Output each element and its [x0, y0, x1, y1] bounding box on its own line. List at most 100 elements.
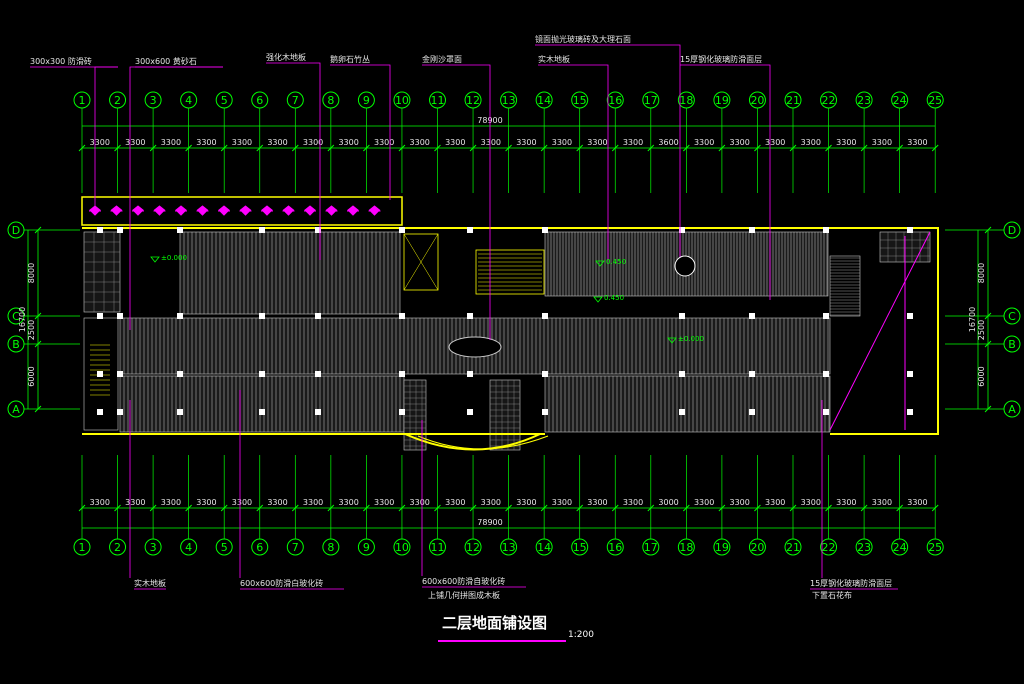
planter-symbol [261, 205, 273, 216]
structural-column [679, 371, 685, 377]
bay-dimension: 3300 [765, 498, 785, 507]
elevation-value: 0.450 [604, 294, 624, 302]
bay-dimension: 3300 [410, 138, 430, 147]
dimension-tick [789, 504, 797, 512]
dimension-tick [220, 144, 228, 152]
structural-column [467, 409, 473, 415]
column-axis-label: 12 [466, 541, 480, 554]
dimension-tick [789, 144, 797, 152]
column-axis-label: 14 [537, 541, 551, 554]
dimension-tick [434, 504, 441, 512]
column-axis-label: 2 [114, 94, 121, 107]
dimension-tick [647, 504, 655, 512]
planter-symbol [153, 205, 166, 216]
bay-dimension: 3300 [552, 138, 572, 147]
column-axis-label: 21 [786, 94, 800, 107]
planter-symbol [325, 205, 338, 216]
bay-dimension: 3300 [729, 138, 749, 147]
dimension-tick [256, 504, 264, 512]
column-axis-label: 12 [466, 94, 480, 107]
dimension-tick [185, 144, 193, 152]
axis-grid: 1122334455667788991010111112121313141415… [7, 91, 1021, 556]
dimension-tick [291, 144, 299, 152]
structural-column [467, 371, 473, 377]
column-axis-label: 10 [395, 541, 409, 554]
structural-column [399, 409, 405, 415]
structural-column [467, 313, 473, 319]
dimension-tick [984, 340, 992, 348]
vertical-total-dimension: 16700 [18, 307, 27, 332]
bay-dimension: 3300 [445, 498, 465, 507]
bay-dimension: 3300 [196, 138, 216, 147]
bay-dimension: 3300 [161, 138, 181, 147]
dimension-tick [860, 144, 868, 152]
dimension-tick [34, 405, 42, 413]
bay-dimension: 3300 [481, 498, 501, 507]
structural-column [177, 409, 183, 415]
dimension-tick [984, 226, 992, 234]
outer-wall [82, 227, 939, 451]
bay-dimension: 3300 [623, 498, 643, 507]
column-axis-label: 25 [928, 94, 942, 107]
bay-dimension: 3300 [872, 138, 892, 147]
bay-dimension: 3300 [267, 138, 287, 147]
leader-line [462, 64, 491, 340]
column-axis-label: 13 [502, 541, 516, 554]
column-axis-label: 22 [822, 94, 836, 107]
planter-symbol [304, 205, 316, 216]
planter-symbol [282, 205, 295, 216]
column-axis-label: 15 [573, 94, 587, 107]
column-axis-label: 3 [150, 541, 157, 554]
dimension-tick [576, 144, 584, 152]
bay-dimension: 3300 [481, 138, 501, 147]
column-axis-label: 1 [79, 541, 86, 554]
total-dimension: 78900 [477, 518, 502, 527]
dimension-tick [469, 504, 477, 512]
glass-railing [829, 231, 931, 431]
vertical-total-dimension: 16700 [968, 307, 977, 332]
dimension-tick [896, 144, 904, 152]
dimension-tick [398, 504, 406, 512]
bay-dimension: 3300 [729, 498, 749, 507]
feature-circle [674, 255, 696, 277]
dimension-tick [540, 504, 548, 512]
structural-column [679, 313, 685, 319]
dimension-tick [718, 504, 726, 512]
column-axis-label: 20 [750, 541, 764, 554]
dimension-tick [682, 144, 690, 152]
structural-column [823, 409, 829, 415]
column-axis-label: 23 [857, 541, 871, 554]
annotation-leaders [30, 44, 898, 590]
elevator-cross [403, 233, 439, 291]
note-bottom: 15厚钢化玻璃防滑面层 [810, 578, 892, 588]
bay-dimension: 3300 [232, 498, 252, 507]
tile-floor-entry [403, 379, 427, 451]
bay-dimension: 3300 [90, 498, 110, 507]
row-axis-label: D [1008, 224, 1016, 237]
note-top: 实木地板 [538, 54, 570, 64]
bay-dimension: 3300 [338, 498, 358, 507]
note-top: 300x600 黄砂石 [135, 56, 197, 66]
dimension-tick [78, 504, 86, 512]
structural-column [315, 409, 321, 415]
structural-column [117, 313, 123, 319]
leader-line [129, 66, 223, 330]
row-axis-label: B [1008, 338, 1016, 351]
oval-feature [448, 336, 502, 358]
dimension-tick [327, 144, 335, 152]
dimension-tick [611, 144, 619, 152]
structural-column [315, 313, 321, 319]
structural-column [117, 227, 123, 233]
structural-column [315, 371, 321, 377]
column-axis-label: 6 [256, 94, 263, 107]
structural-column [399, 371, 405, 377]
structural-column [399, 313, 405, 319]
leader-line [768, 64, 771, 300]
dimension-tick [398, 144, 406, 152]
structural-column [679, 227, 685, 233]
structural-column [97, 313, 103, 319]
structural-column [823, 371, 829, 377]
bay-dimension: 3300 [694, 138, 714, 147]
column-axis-label: 3 [150, 94, 157, 107]
bay-dimension: 3000 [658, 498, 678, 507]
